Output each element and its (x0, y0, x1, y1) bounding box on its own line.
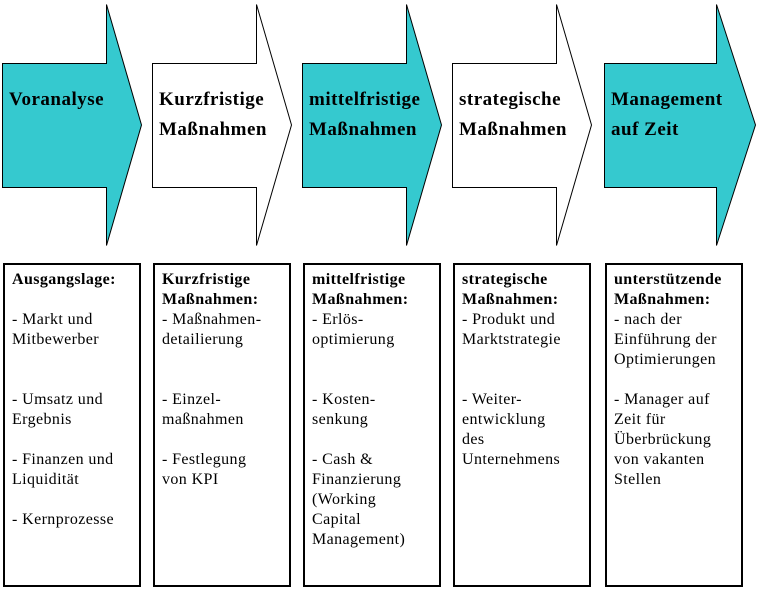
arrow-shape (302, 4, 443, 246)
box-mittelfristige-massnahmen: mittelfristige Maßnahmen: - Erlös- optim… (303, 263, 441, 587)
arrow-mittelfristige-massnahmen: mittelfristige Maßnahmen (302, 4, 443, 246)
arrow-strategische-massnahmen: strategische Maßnahmen (452, 4, 593, 246)
box-body: - Maßnahmen- detailierung - Einzel- maßn… (162, 311, 262, 488)
arrow-label-mittelfristige: mittelfristige Maßnahmen (309, 89, 421, 140)
box-title: mittelfristige Maßnahmen: (312, 271, 409, 308)
block-arrow-icon (604, 4, 757, 246)
block-arrow-icon (452, 4, 593, 246)
box-strategische-massnahmen: strategische Maßnahmen: - Produkt und Ma… (453, 263, 591, 587)
box-body: - Erlös- optimierung - Kosten- senkung -… (312, 311, 406, 548)
arrow-shape (604, 4, 757, 246)
box-title: Kurzfristige Maßnahmen: (162, 271, 259, 308)
block-arrow-icon (152, 4, 293, 246)
box-ausgangslage: Ausgangslage: - Markt und Mitbewerber - … (3, 263, 141, 587)
box-title: unterstützende Maßnahmen: (614, 271, 722, 308)
arrow-shape (152, 4, 293, 246)
arrow-kurzfristige-massnahmen: Kurzfristige Maßnahmen (152, 4, 293, 246)
block-arrow-icon (2, 4, 143, 246)
arrow-shape (2, 4, 143, 246)
box-body: - Markt und Mitbewerber - Umsatz und Erg… (12, 311, 114, 528)
arrow-label-kurzfristige: Kurzfristige Maßnahmen (159, 89, 267, 140)
box-title: Ausgangslage: (12, 271, 116, 288)
box-unterstuetzende-massnahmen: unterstützende Maßnahmen: - nach der Ein… (605, 263, 743, 587)
arrow-shape (452, 4, 593, 246)
box-body: - nach der Einführung der Optimierungen … (614, 311, 717, 488)
block-arrow-icon (302, 4, 443, 246)
arrow-label-management: Management auf Zeit (611, 89, 723, 140)
arrow-label-voranalyse: Voranalyse (9, 89, 105, 110)
arrow-voranalyse: Voranalyse (2, 4, 143, 246)
arrow-label-strategische: strategische Maßnahmen (459, 89, 567, 140)
box-kurzfristige-massnahmen: Kurzfristige Maßnahmen: - Maßnahmen- det… (153, 263, 291, 587)
arrow-management-auf-zeit: Management auf Zeit (604, 4, 757, 246)
box-title: strategische Maßnahmen: (462, 271, 559, 308)
box-body: - Produkt und Marktstrategie - Weiter- e… (462, 311, 561, 468)
